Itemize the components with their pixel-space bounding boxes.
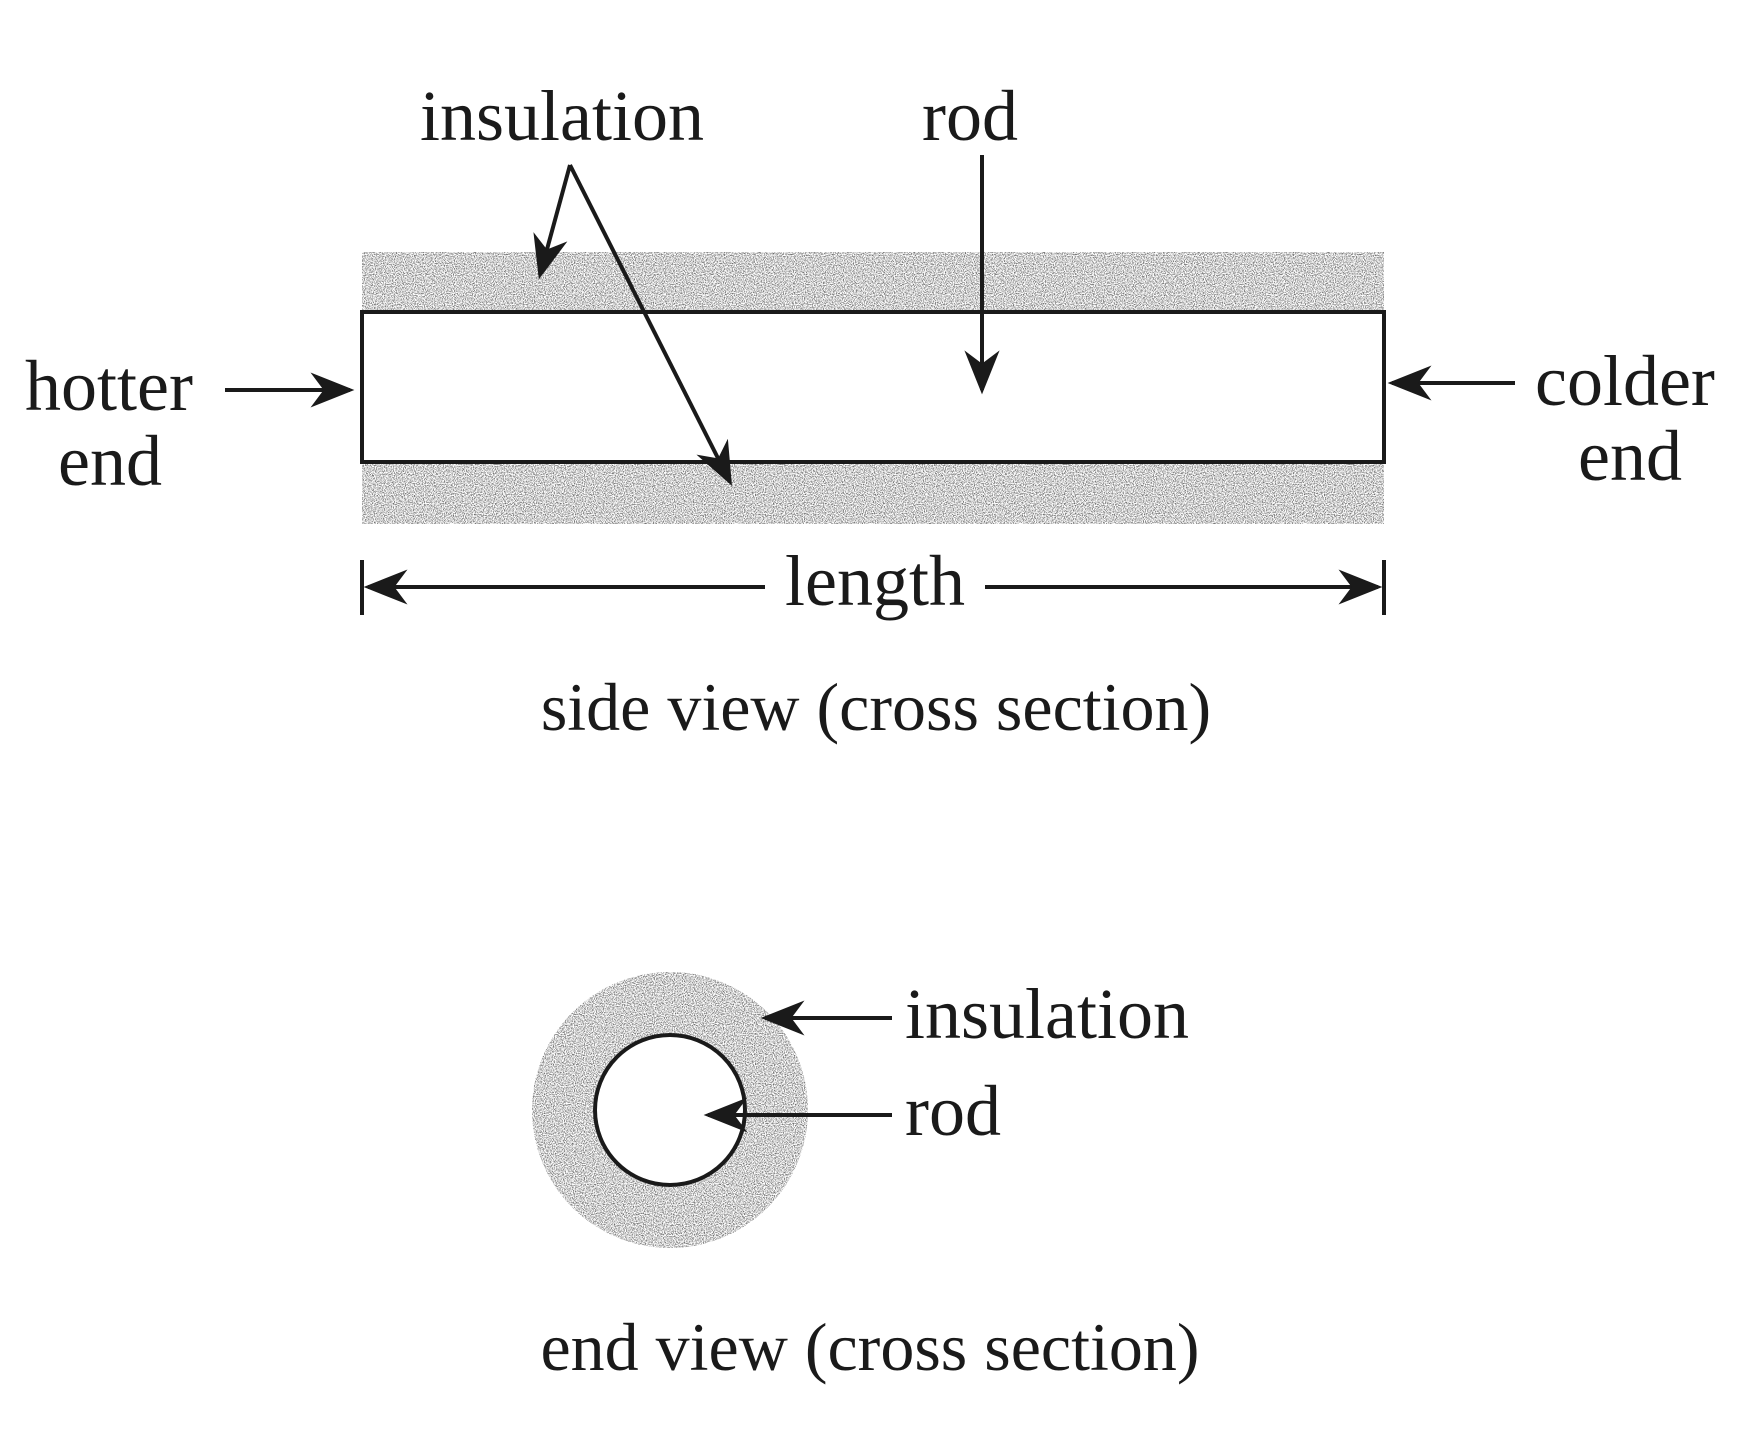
bottom-insulation-layer <box>362 462 1384 524</box>
end-rod-label: rod <box>905 1071 1001 1151</box>
colder-end-label-line1: colder <box>1535 341 1715 421</box>
end-rod-circle <box>593 1033 747 1187</box>
hotter-end-label-line2: end <box>58 421 162 501</box>
insulation-pointer-top <box>533 164 572 280</box>
end-insulation-label: insulation <box>905 974 1189 1054</box>
hotter-end-label-line1: hotter <box>25 346 193 426</box>
side-rod-label: rod <box>922 76 1018 156</box>
length-label: length <box>785 541 965 621</box>
top-insulation-layer <box>362 252 1384 312</box>
end-view: insulation rod end view (cross section) <box>532 972 1200 1385</box>
colder-end-label-line2: end <box>1578 416 1682 496</box>
side-view-caption: side view (cross section) <box>541 669 1211 745</box>
end-view-caption: end view (cross section) <box>540 1309 1199 1385</box>
side-view: insulation rod hotter end colder end len… <box>25 76 1715 745</box>
insulation-pointer-bottom <box>568 164 732 486</box>
side-insulation-label: insulation <box>420 76 704 156</box>
rod-body <box>360 310 1386 464</box>
